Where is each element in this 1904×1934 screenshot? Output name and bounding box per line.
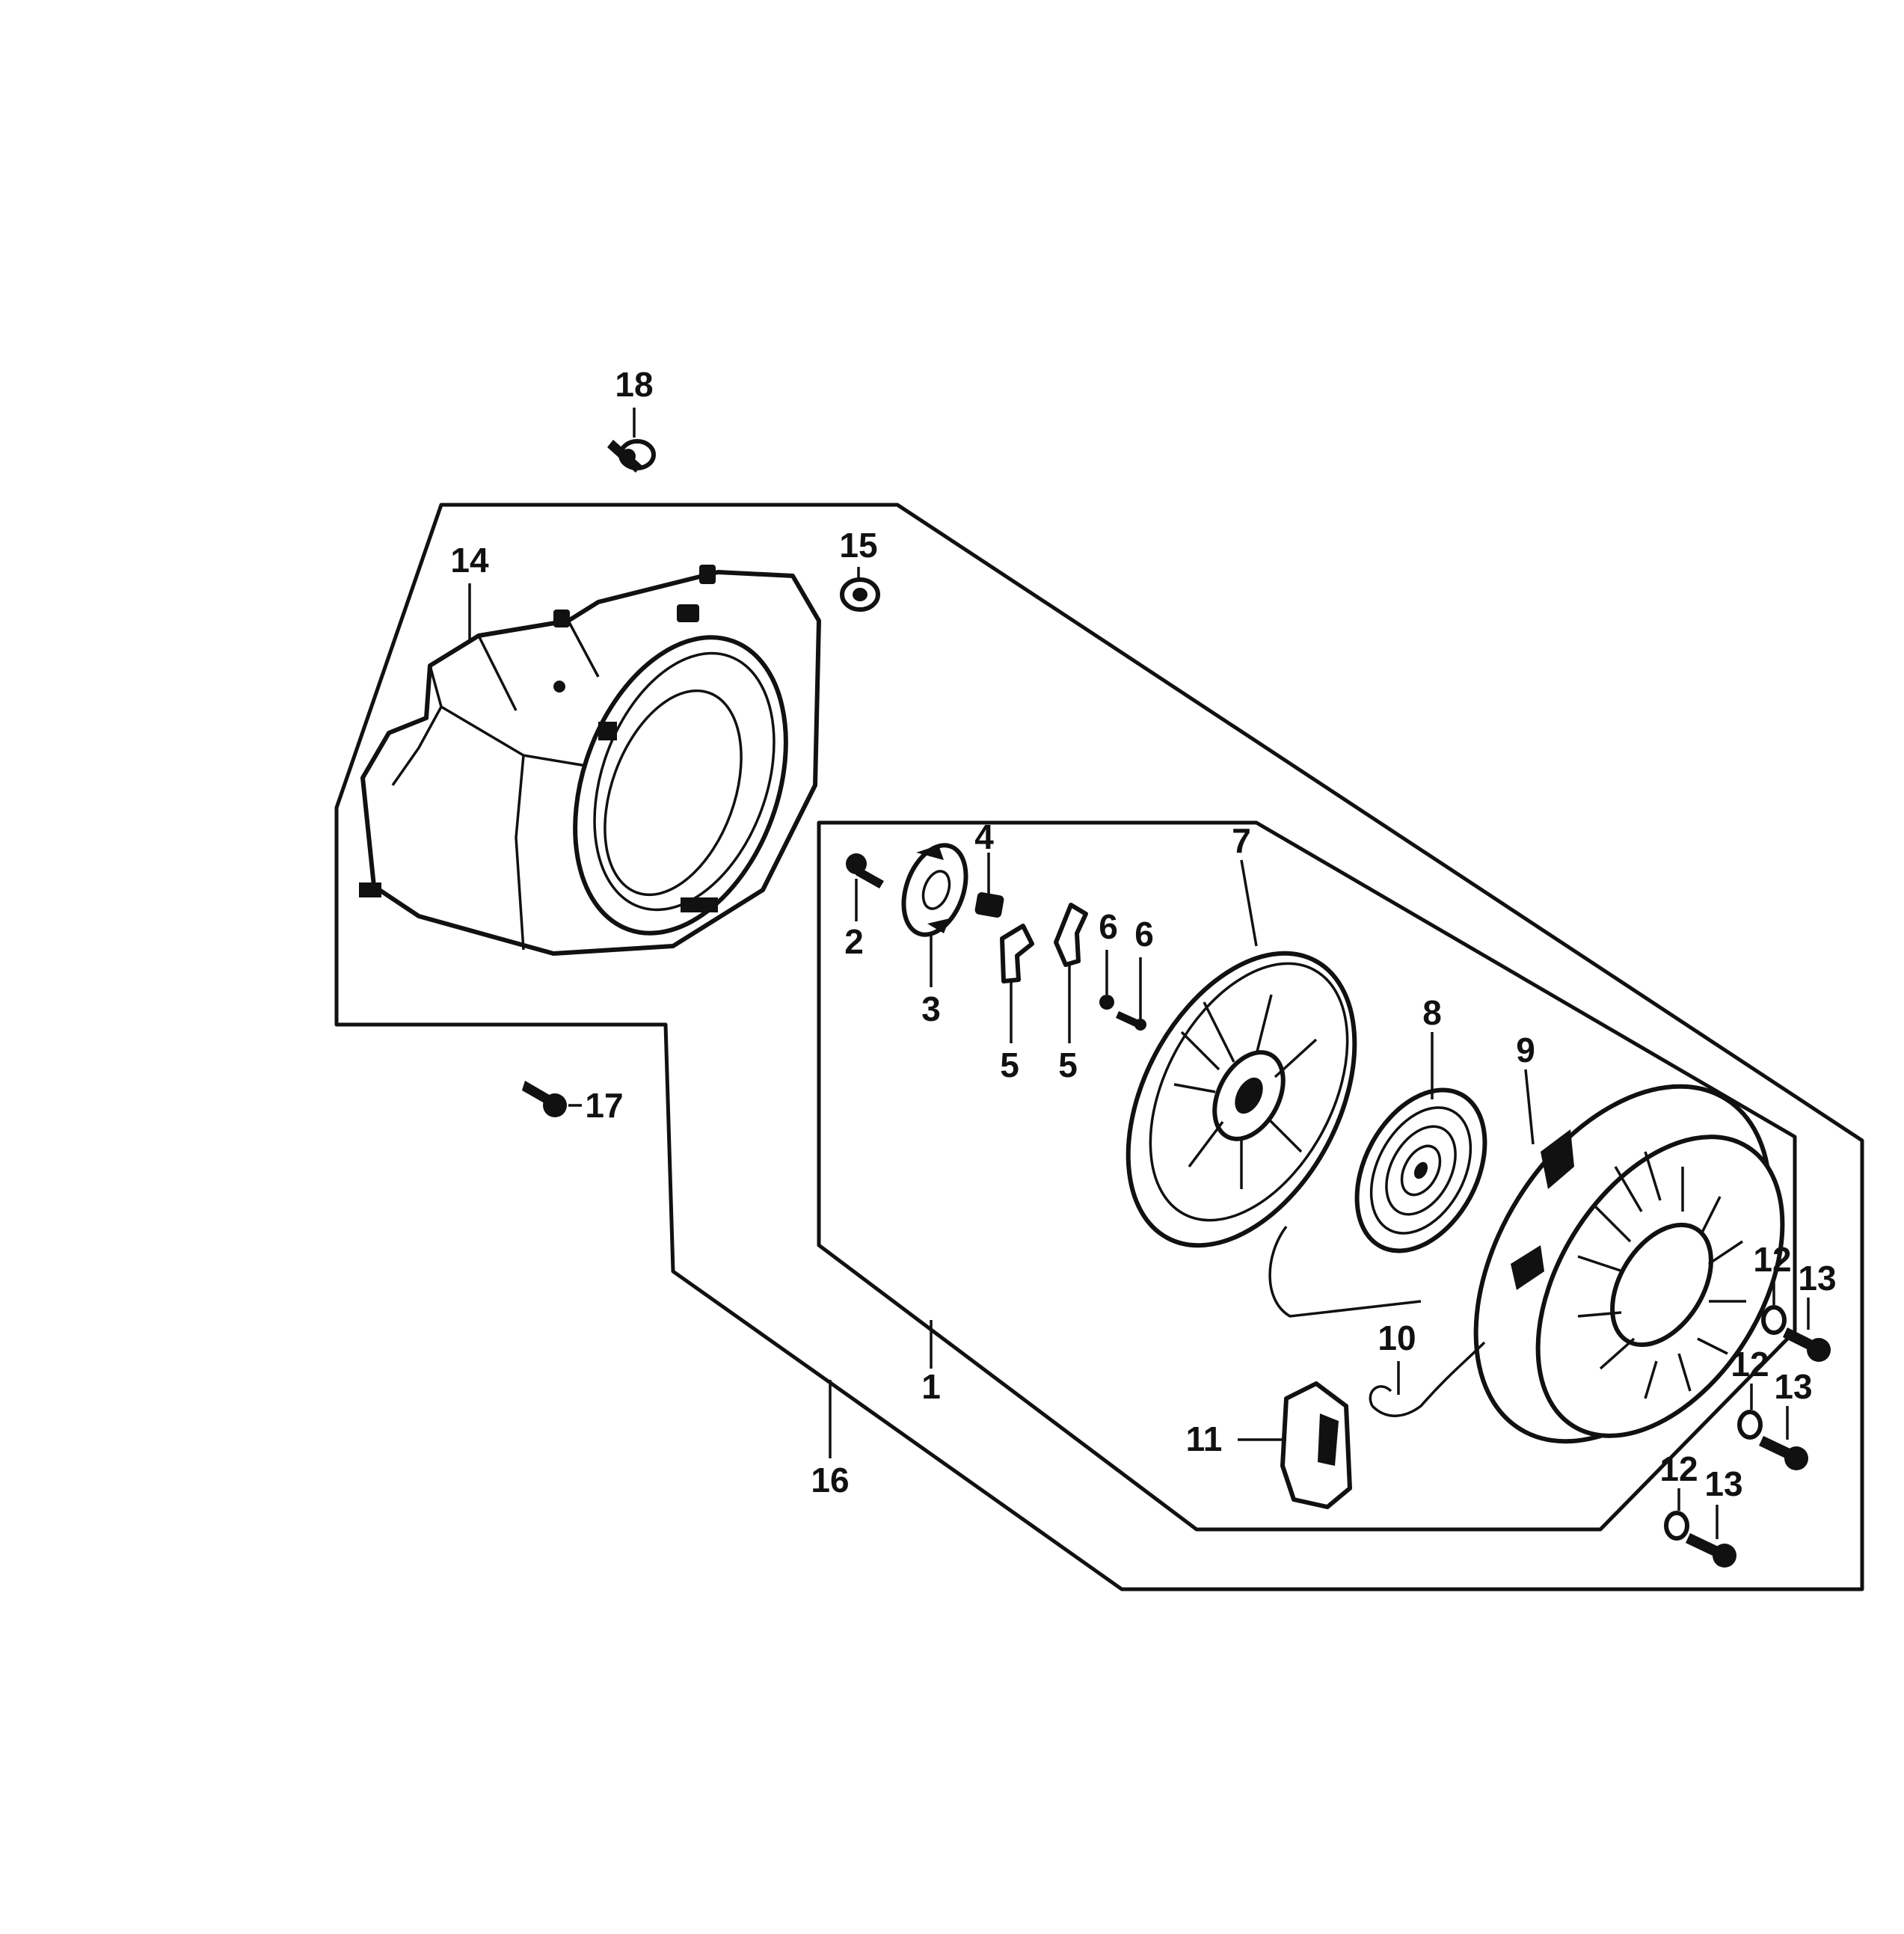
callout-9: 9 — [1516, 1031, 1535, 1069]
callout-18: 18 — [615, 365, 653, 404]
pawl-5a-icon — [1000, 924, 1034, 1043]
starter-grip-11-icon — [1238, 1381, 1352, 1509]
callout-8: 8 — [1422, 993, 1442, 1032]
callout-10: 10 — [1378, 1319, 1416, 1357]
callout-2: 2 — [844, 922, 864, 961]
recoil-spring-8-icon — [1354, 1032, 1487, 1253]
washer-12b-icon — [1737, 1384, 1763, 1440]
pin-6a-icon — [1099, 950, 1114, 1010]
callout-1: 1 — [921, 1367, 941, 1406]
bolt-13a-icon — [1783, 1298, 1831, 1362]
assembly-1-outline — [817, 820, 1797, 1532]
callout-14: 14 — [450, 541, 489, 580]
callout-4: 4 — [974, 817, 994, 856]
pawl-5b-icon — [1054, 903, 1088, 1043]
assembly-16-outline — [334, 503, 1864, 1591]
starter-case-9-icon — [1473, 1069, 1785, 1444]
callout-12a: 12 — [1753, 1240, 1791, 1279]
callout-3: 3 — [921, 989, 941, 1028]
fan-cover-14-icon — [359, 565, 821, 956]
spring-4-icon — [974, 853, 1004, 918]
callout-13b: 13 — [1774, 1367, 1812, 1406]
bolt-13b-icon — [1759, 1406, 1808, 1470]
callout-11: 11 — [1186, 1419, 1223, 1458]
callout-7: 7 — [1232, 821, 1251, 860]
callout-13c: 13 — [1704, 1464, 1742, 1503]
callout-13a: 13 — [1798, 1259, 1836, 1298]
callout-15: 15 — [839, 526, 877, 565]
screw-2-icon — [846, 853, 884, 921]
callout-6a: 6 — [1099, 907, 1118, 946]
ratchet-3-icon — [901, 843, 968, 987]
rope-10-icon — [1369, 1341, 1486, 1417]
pin-6b-icon — [1116, 957, 1146, 1031]
callout-12b: 12 — [1731, 1345, 1769, 1384]
callout-17: 17 — [585, 1086, 623, 1125]
bolt-17-icon — [522, 1081, 582, 1117]
bolt-13c-icon — [1686, 1505, 1736, 1568]
washer-12a-icon — [1761, 1279, 1787, 1335]
callout-5a: 5 — [1000, 1046, 1019, 1084]
callout-5b: 5 — [1058, 1046, 1078, 1084]
callout-12c: 12 — [1659, 1449, 1698, 1488]
bolt-18-icon — [607, 439, 656, 473]
callout-6b: 6 — [1134, 915, 1154, 954]
washer-12c-icon — [1664, 1488, 1689, 1541]
reel-7-icon — [1125, 859, 1422, 1318]
callout-16: 16 — [811, 1461, 849, 1499]
nut-15-icon — [840, 577, 880, 612]
